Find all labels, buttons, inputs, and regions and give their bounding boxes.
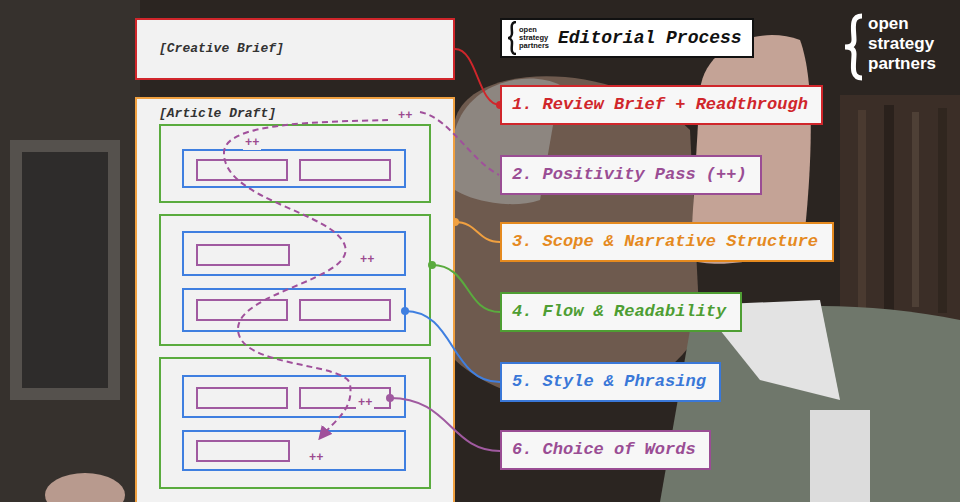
step-box: 3. Scope & Narrative Structure [500, 222, 834, 262]
leader-dot [428, 261, 436, 269]
logo-brace [845, 16, 862, 78]
step-label: 2. Positivity Pass (++) [512, 164, 747, 186]
sentence-box [197, 388, 287, 408]
step-box: 4. Flow & Readability [500, 292, 742, 332]
sentence-box [197, 160, 287, 180]
section-box [160, 215, 430, 345]
paragraph-box [183, 376, 405, 417]
connector-line [455, 222, 500, 242]
logo-brace-small [507, 21, 517, 55]
step-label: 4. Flow & Readability [512, 301, 726, 323]
logo-text: open strategy partners [519, 26, 549, 50]
step-label: 1. Review Brief + Readthrough [512, 94, 808, 116]
positivity-leader [420, 112, 499, 175]
sentence-box [300, 300, 390, 320]
wall-panel [0, 0, 140, 502]
paragraph-box [183, 289, 405, 331]
positivity-mark: ++ [356, 396, 374, 410]
title-box: open strategy partners Editorial Process [500, 18, 754, 58]
leader-dot [386, 394, 394, 402]
step-box: 1. Review Brief + Readthrough [500, 85, 823, 125]
label-anchor: open strategy partners [868, 14, 936, 74]
paragraph-box [183, 232, 405, 275]
connector-line [455, 49, 500, 105]
step-box: 2. Positivity Pass (++) [500, 155, 762, 195]
words-leader [390, 398, 500, 451]
flow-leader [432, 265, 500, 312]
box-label: [Article Draft] [159, 106, 276, 122]
box-label: [Creative Brief] [159, 41, 284, 57]
step-label: 6. Choice of Words [512, 439, 696, 461]
shirt [810, 410, 870, 502]
sentence-box [197, 441, 289, 461]
sentence-box [197, 245, 289, 265]
logo-holder: open strategy partners [517, 26, 549, 50]
label-anchor: ++ [243, 132, 261, 150]
positivity-mark: ++ [396, 109, 414, 123]
book-spine [884, 105, 894, 315]
section-box [160, 125, 430, 202]
style-leader [405, 311, 500, 382]
logo-brace [508, 22, 516, 54]
section-box [160, 358, 430, 488]
title-text: Editorial Process [558, 27, 742, 49]
positivity-path [224, 120, 388, 438]
step-label: 3. Scope & Narrative Structure [512, 231, 818, 253]
step-box: 6. Choice of Words [500, 430, 711, 470]
label-anchor: ++ [358, 249, 376, 267]
label-anchor: ++ [356, 392, 374, 410]
sentence-box [300, 388, 390, 408]
positivity-mark: ++ [358, 253, 376, 267]
leader-dot [401, 307, 409, 315]
bookshelf [840, 95, 960, 325]
book-spine [912, 112, 919, 307]
book-spine [938, 108, 947, 313]
brief-box: [Creative Brief] [135, 18, 455, 80]
label-anchor: ++ [307, 447, 325, 465]
logo-text: open strategy partners [868, 14, 936, 74]
step-box: 5. Style & Phrasing [500, 362, 721, 402]
step-label: 5. Style & Phrasing [512, 371, 706, 393]
paragraph-box [183, 150, 405, 187]
label-anchor: ++ [396, 105, 414, 123]
window-frame [10, 140, 120, 400]
paragraph-box [183, 431, 405, 470]
sentence-box [300, 160, 390, 180]
positivity-mark: ++ [307, 451, 325, 465]
window-pane [22, 152, 108, 388]
book-spine [858, 110, 866, 310]
lower-hand [45, 473, 125, 502]
positivity-mark: ++ [243, 136, 261, 150]
